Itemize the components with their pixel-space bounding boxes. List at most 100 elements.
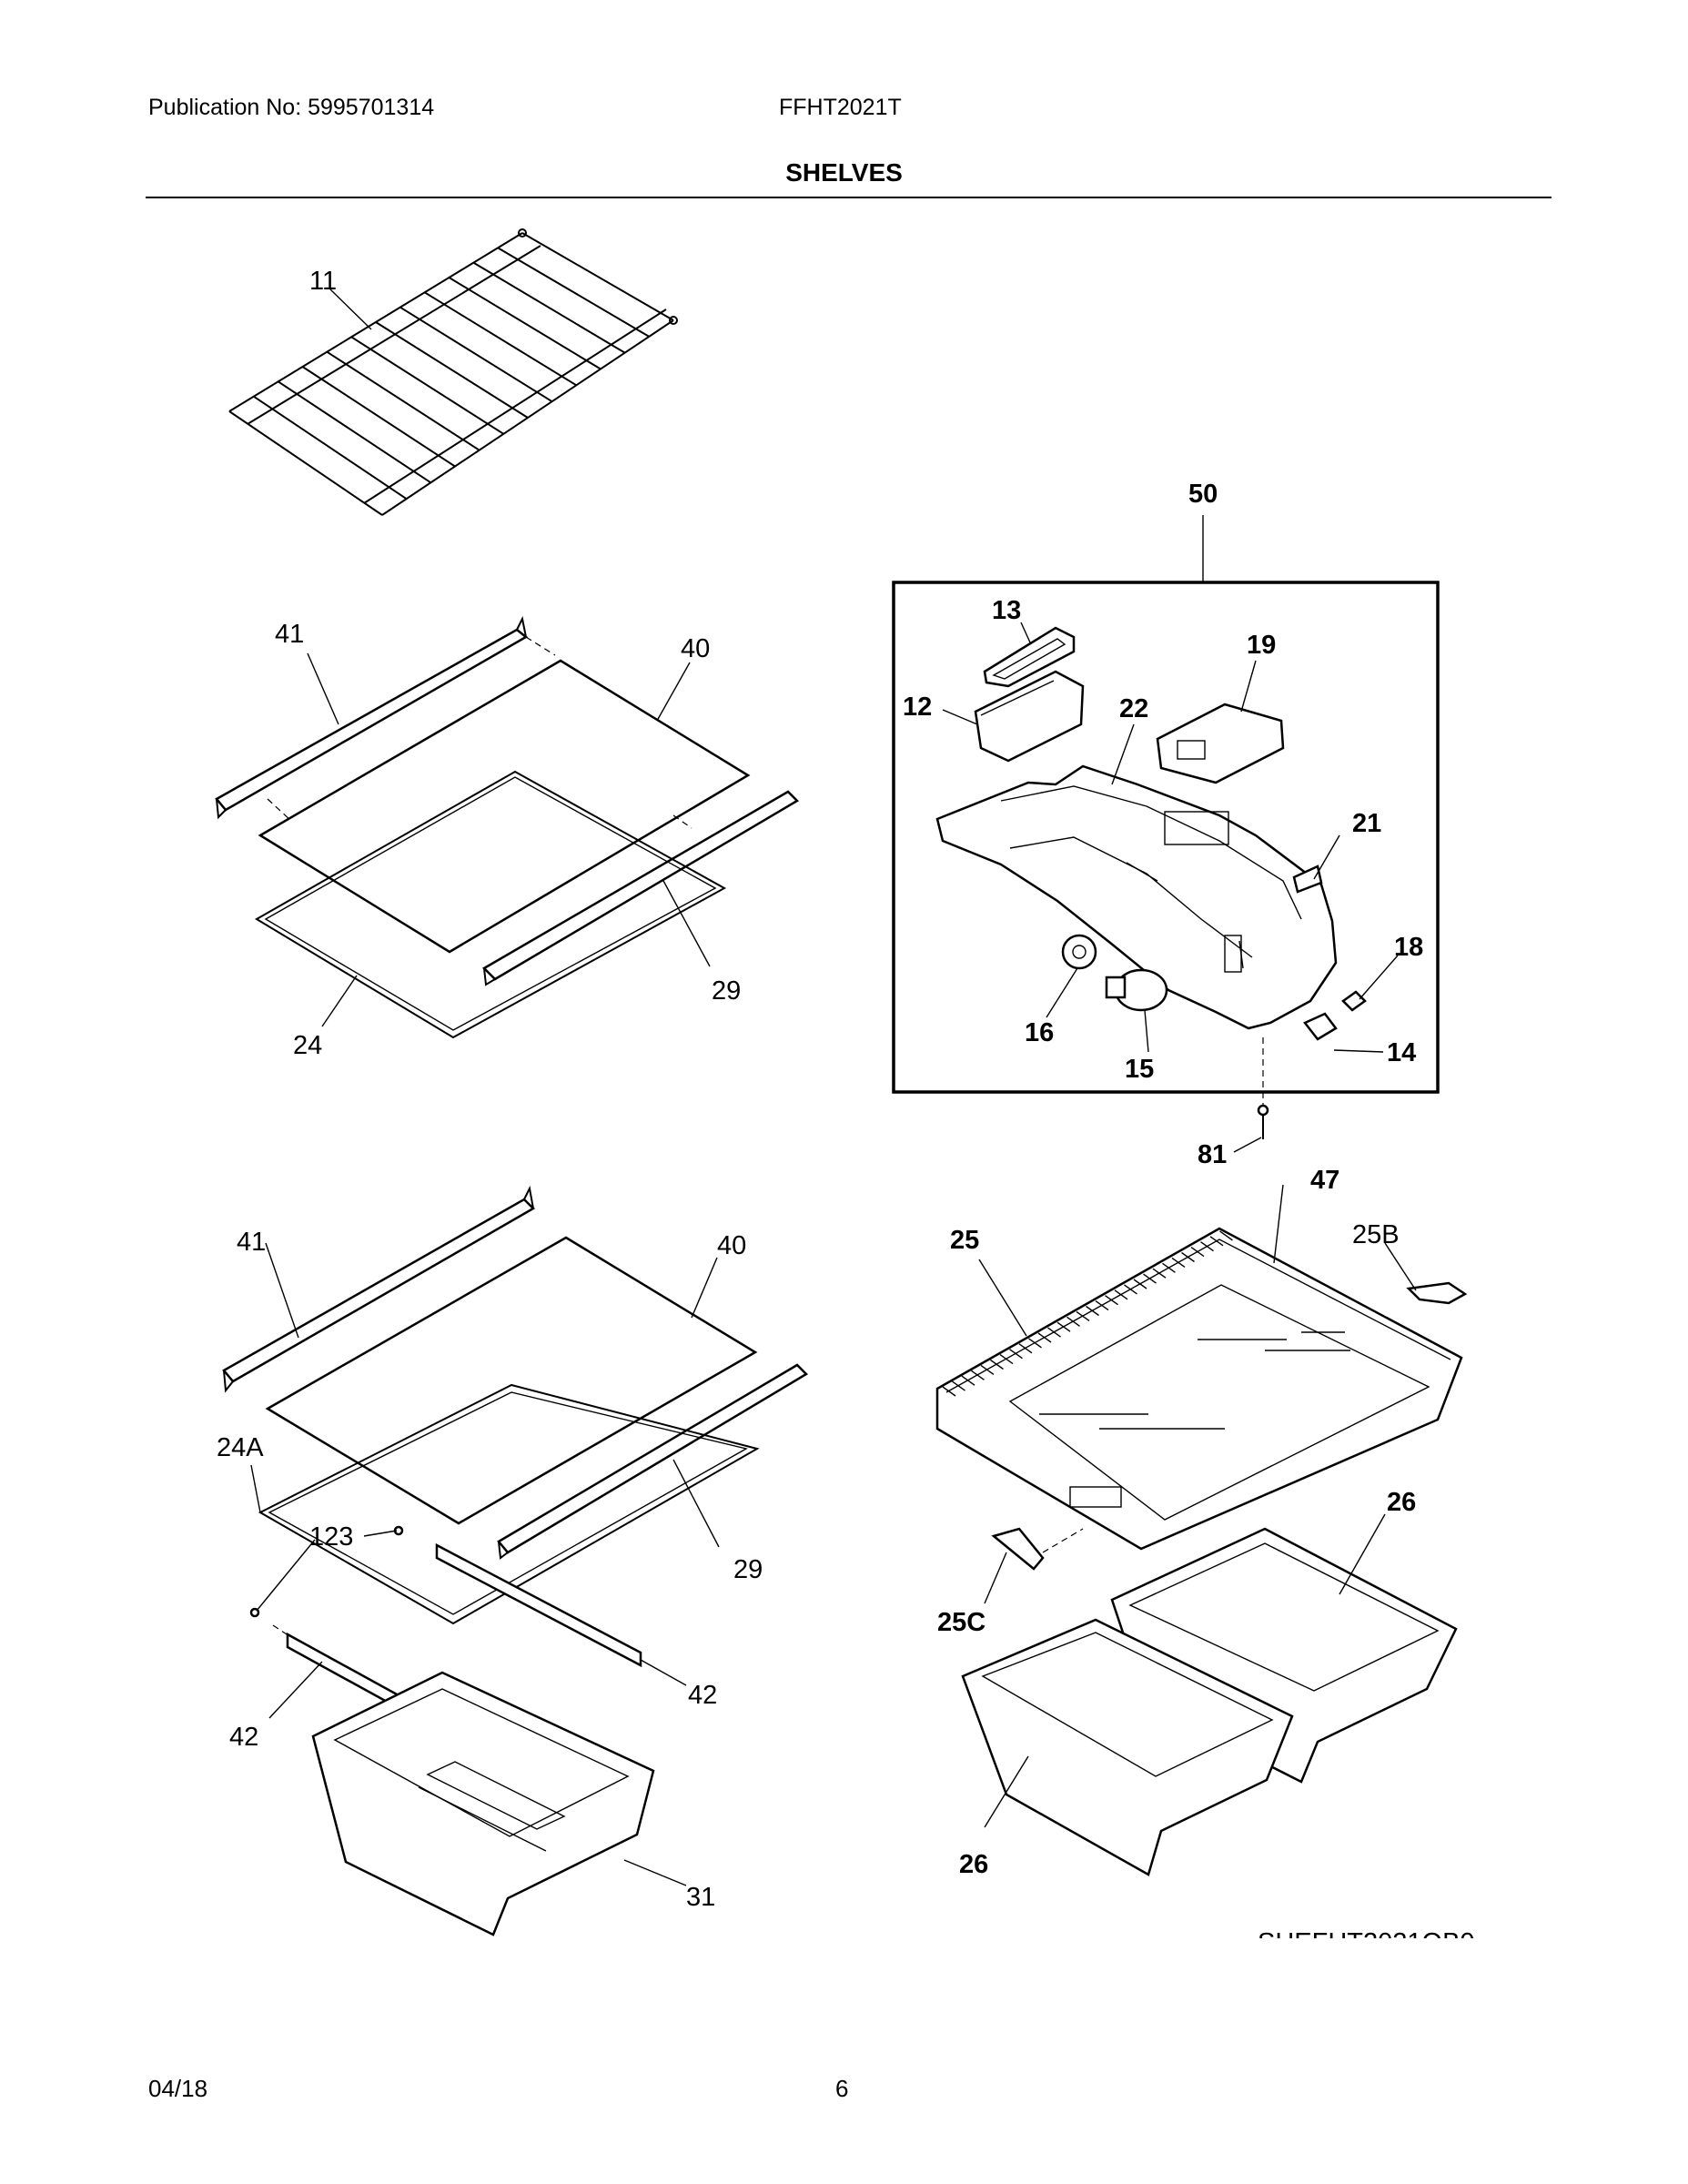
vent-slot xyxy=(980,1364,995,1375)
leader-42a xyxy=(640,1659,687,1686)
callout-50: 50 xyxy=(1188,480,1218,509)
leader-42b xyxy=(268,1661,323,1719)
callout-14: 14 xyxy=(1387,1038,1416,1067)
glass-shelf-upper-drawing xyxy=(215,615,800,1039)
callout-11: 11 xyxy=(309,267,337,296)
glass-shelf-lower-drawing xyxy=(222,1185,809,1936)
callout-15: 15 xyxy=(1125,1055,1154,1084)
callout-40b: 40 xyxy=(717,1231,746,1260)
leader-123b xyxy=(256,1539,316,1612)
wire-shelf-rung xyxy=(301,366,456,468)
leader-21 xyxy=(1313,834,1340,880)
vent-slot xyxy=(1056,1321,1071,1332)
callout-19: 19 xyxy=(1247,631,1276,660)
callout-12: 12 xyxy=(903,693,932,722)
leader-18 xyxy=(1359,955,1399,1000)
leader-14 xyxy=(1333,1049,1384,1053)
vent-slot xyxy=(1047,1327,1061,1338)
vent-slot xyxy=(1076,1310,1090,1321)
wire-shelf-rung xyxy=(472,261,626,354)
vent-slot xyxy=(1018,1343,1033,1354)
callout-123: 123 xyxy=(309,1522,353,1552)
callout-81: 81 xyxy=(1198,1140,1227,1169)
vent-slot xyxy=(942,1386,956,1397)
wire-shelf-rung xyxy=(448,277,601,370)
wire-shelf-rung xyxy=(326,350,480,451)
callout-29b: 29 xyxy=(733,1555,763,1584)
screw-81 xyxy=(1257,1104,1269,1139)
vent-slot xyxy=(1037,1332,1052,1343)
wire-shelf-rung xyxy=(253,395,408,500)
callout-16: 16 xyxy=(1025,1018,1054,1047)
leader-40a xyxy=(656,662,691,722)
callout-22: 22 xyxy=(1119,694,1148,723)
callout-26a: 26 xyxy=(1387,1488,1416,1517)
vent-slot xyxy=(952,1380,965,1391)
vent-slot xyxy=(1152,1268,1167,1279)
leader-40b xyxy=(691,1257,718,1319)
vent-slot xyxy=(1190,1247,1205,1258)
vent-slot xyxy=(1105,1295,1118,1306)
leader-12 xyxy=(942,709,978,725)
vent-slot xyxy=(1086,1305,1099,1317)
wire-shelf-rung xyxy=(399,306,553,403)
leader-29a xyxy=(662,878,711,967)
leader-13 xyxy=(1020,622,1031,643)
vent-slot xyxy=(1028,1338,1042,1349)
vent-slot xyxy=(990,1359,1004,1370)
callout-25b: 25B xyxy=(1352,1220,1400,1249)
wire-shelf-rung xyxy=(375,321,529,419)
leader-81 xyxy=(1233,1137,1262,1153)
callout-26b: 26 xyxy=(959,1850,988,1879)
callout-29a: 29 xyxy=(712,976,741,1006)
callout-31: 31 xyxy=(686,1883,715,1912)
publication-number: Publication No: 5995701314 xyxy=(148,95,435,120)
leader-31 xyxy=(623,1859,687,1886)
page-title: SHELVES xyxy=(785,158,903,187)
vent-slot xyxy=(971,1370,985,1380)
vent-slot xyxy=(1133,1279,1147,1289)
vent-slot xyxy=(1209,1236,1224,1247)
crisper-assembly-drawing xyxy=(935,1227,1468,1876)
leader-41b xyxy=(265,1242,299,1339)
footer-page-number: 6 xyxy=(835,2075,849,2102)
vent-slot xyxy=(961,1375,975,1386)
callout-24: 24 xyxy=(293,1031,322,1060)
leader-25c xyxy=(984,1552,1007,1604)
leader-25 xyxy=(978,1259,1027,1337)
leader-24a xyxy=(250,1464,261,1513)
callout-13: 13 xyxy=(992,596,1021,625)
footer-date: 04/18 xyxy=(148,2075,208,2102)
vent-slot xyxy=(1114,1289,1128,1300)
callout-21: 21 xyxy=(1352,809,1381,838)
leader-24 xyxy=(321,975,358,1027)
leader-29b xyxy=(672,1459,720,1548)
leader-25b xyxy=(1384,1242,1417,1291)
callout-18: 18 xyxy=(1394,933,1423,962)
leader-26b xyxy=(984,1755,1029,1828)
vent-slot xyxy=(1143,1273,1157,1284)
callout-40a: 40 xyxy=(681,634,710,663)
vent-slot xyxy=(1009,1349,1023,1360)
wire-shelf-rung xyxy=(278,380,431,484)
vent-slot xyxy=(1219,1230,1233,1241)
vent-slot xyxy=(1162,1262,1176,1273)
vent-slot xyxy=(1181,1251,1195,1263)
leader-47 xyxy=(1273,1184,1284,1264)
vent-slot xyxy=(1171,1257,1186,1268)
assembly-50-box xyxy=(892,581,1440,1094)
light-housing-drawing xyxy=(935,626,1367,1105)
leader-41a xyxy=(307,652,339,725)
callout-42a: 42 xyxy=(688,1681,717,1710)
callout-41a: 41 xyxy=(275,620,304,649)
leader-11 xyxy=(329,288,372,330)
wire-shelf-rung xyxy=(228,410,383,516)
vent-slot xyxy=(1095,1300,1109,1311)
leader-16 xyxy=(1046,967,1078,1018)
vent-slot xyxy=(1066,1316,1080,1327)
callout-41b: 41 xyxy=(237,1228,266,1257)
drawing-code-crop xyxy=(1247,1938,1483,1966)
leader-19 xyxy=(1240,660,1257,713)
wire-shelf-drawing xyxy=(228,228,678,516)
